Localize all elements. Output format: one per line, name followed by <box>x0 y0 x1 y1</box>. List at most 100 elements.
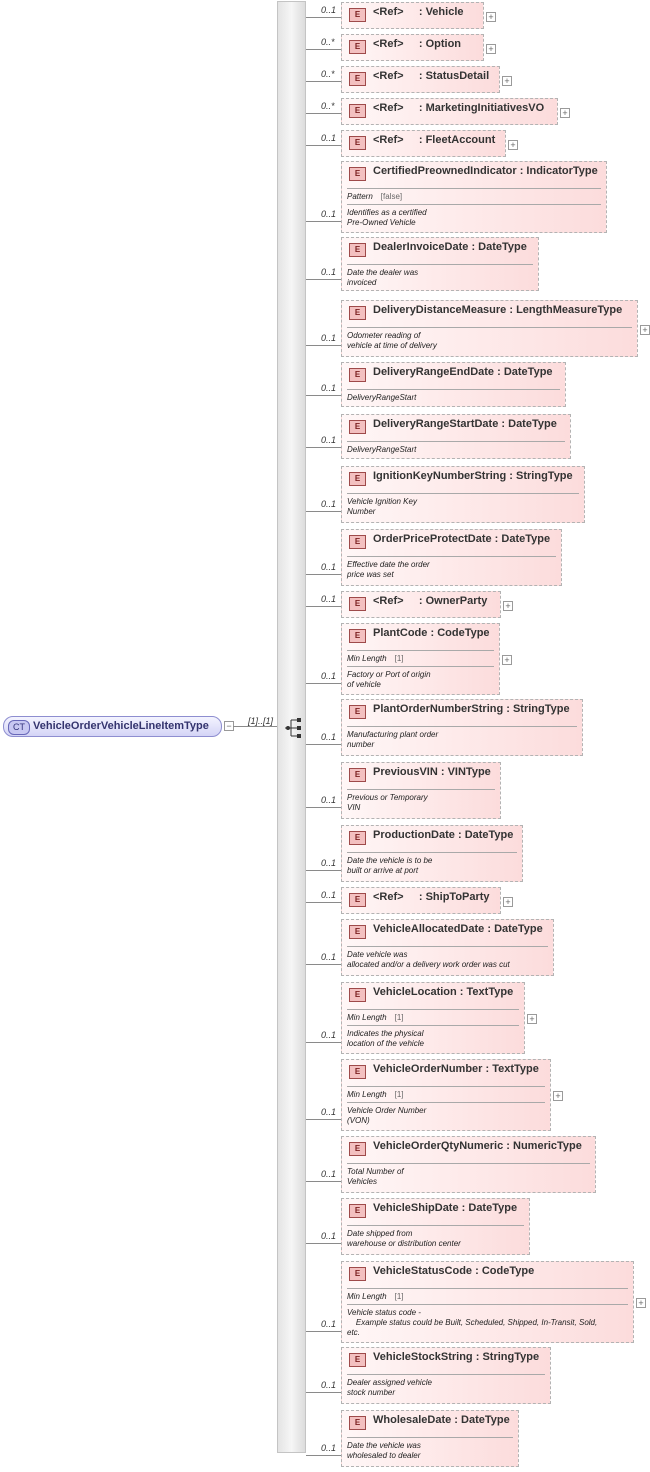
element-badge: E <box>349 1142 366 1156</box>
element-name-row: <Ref> : Option <box>373 38 462 50</box>
element-type: DateType <box>464 829 514 841</box>
expand-icon[interactable]: + <box>636 1298 646 1308</box>
element-header: E <Ref> : Option <box>342 35 483 57</box>
sequence-icon[interactable] <box>284 717 306 739</box>
element-box[interactable]: E<Ref> : FleetAccount <box>341 130 506 157</box>
element-box[interactable]: E <Ref> : Option <box>341 34 484 61</box>
ref-tag: <Ref> <box>373 891 404 903</box>
element-name-row: OrderPriceProtectDate : DateType <box>373 533 551 545</box>
expand-icon[interactable]: + <box>486 12 496 22</box>
element-multiplicity: 0..1 <box>321 1107 337 1117</box>
expand-icon[interactable]: + <box>560 108 570 118</box>
expand-icon[interactable]: + <box>502 655 512 665</box>
element-name: OrderPriceProtectDate <box>373 533 492 545</box>
expand-icon[interactable]: + <box>508 140 518 150</box>
element-badge: E <box>349 8 366 22</box>
element-multiplicity: 0..1 <box>321 671 337 681</box>
element-connector-line <box>306 1042 341 1043</box>
element-name-row: PlantOrderNumberString : StringType <box>373 703 570 715</box>
documentation-line: Date the vehicle was <box>347 1441 421 1450</box>
expand-icon[interactable]: + <box>553 1091 563 1101</box>
expand-icon[interactable]: + <box>502 76 512 86</box>
element-name: DeliveryRangeStartDate <box>373 418 499 430</box>
element-name: MarketingInitiativesVO <box>425 102 545 114</box>
element-type: DateType <box>468 1202 518 1214</box>
facet-label: Min Length <box>347 654 387 663</box>
element-multiplicity: 0..1 <box>321 1319 337 1329</box>
element-connector-line <box>306 1392 341 1393</box>
element-box[interactable]: E<Ref> : Vehicle <box>341 2 484 29</box>
expand-icon[interactable]: + <box>640 325 650 335</box>
element-box[interactable]: E<Ref> : MarketingInitiativesVO <box>341 98 558 125</box>
facet-row: Pattern[false] <box>347 192 402 201</box>
element-divider <box>347 1288 628 1289</box>
element-divider <box>347 726 577 727</box>
element-connector-line <box>306 606 341 607</box>
element-header: E<Ref> : MarketingInitiativesVO <box>342 99 557 121</box>
element-name: ProductionDate <box>373 829 455 841</box>
element-header: E<Ref> : StatusDetail <box>342 67 499 89</box>
element-connector-line <box>306 1331 341 1332</box>
documentation-line: Date the vehicle is to be <box>347 856 433 865</box>
element-divider <box>347 556 556 557</box>
element-name-row: VehicleOrderQtyNumeric : NumericType <box>373 1140 582 1152</box>
element-divider <box>347 1009 519 1010</box>
facet-divider <box>347 666 494 667</box>
expand-icon[interactable]: + <box>503 897 513 907</box>
facet-label: Min Length <box>347 1292 387 1301</box>
documentation-line: Vehicle Ignition Key <box>347 497 417 506</box>
element-badge: E <box>349 136 366 150</box>
documentation-line: Factory or Port of origin <box>347 670 431 679</box>
element-box[interactable]: E<Ref> : StatusDetail <box>341 66 500 93</box>
element-badge: E <box>349 1416 366 1430</box>
documentation-line: (VON) <box>347 1116 370 1125</box>
element-divider <box>347 1163 590 1164</box>
element-box[interactable]: E<Ref> : OwnerParty <box>341 591 501 618</box>
element-name-row: IgnitionKeyNumberString : StringType <box>373 470 573 482</box>
element-type: StringType <box>482 1351 540 1363</box>
facet-label: Min Length <box>347 1090 387 1099</box>
element-name-row: <Ref> : ShipToParty <box>373 891 490 903</box>
element-multiplicity: 0..1 <box>321 383 337 393</box>
expand-icon[interactable]: + <box>486 44 496 54</box>
facet-value: [1] <box>394 654 404 663</box>
element-badge: E <box>349 1267 366 1281</box>
element-multiplicity: 0..1 <box>321 435 337 445</box>
element-connector-line <box>306 145 341 146</box>
expand-icon[interactable]: + <box>527 1014 537 1024</box>
element-multiplicity: 0..1 <box>321 858 337 868</box>
element-name: VehicleOrderNumber <box>373 1063 483 1075</box>
element-box[interactable]: E<Ref> : ShipToParty <box>341 887 501 914</box>
expand-icon[interactable]: + <box>503 601 513 611</box>
element-name-row: DeliveryRangeEndDate : DateType <box>373 366 553 378</box>
element-name: Vehicle <box>425 6 464 18</box>
complex-type-box[interactable]: CT VehicleOrderVehicleLineItemType <box>3 716 222 737</box>
element-badge: E <box>349 40 366 54</box>
documentation-line: Date shipped from <box>347 1229 413 1238</box>
element-multiplicity: 0..1 <box>321 594 337 604</box>
documentation-line: Indicates the physical <box>347 1029 424 1038</box>
documentation-line: Pre-Owned Vehicle <box>347 218 416 227</box>
